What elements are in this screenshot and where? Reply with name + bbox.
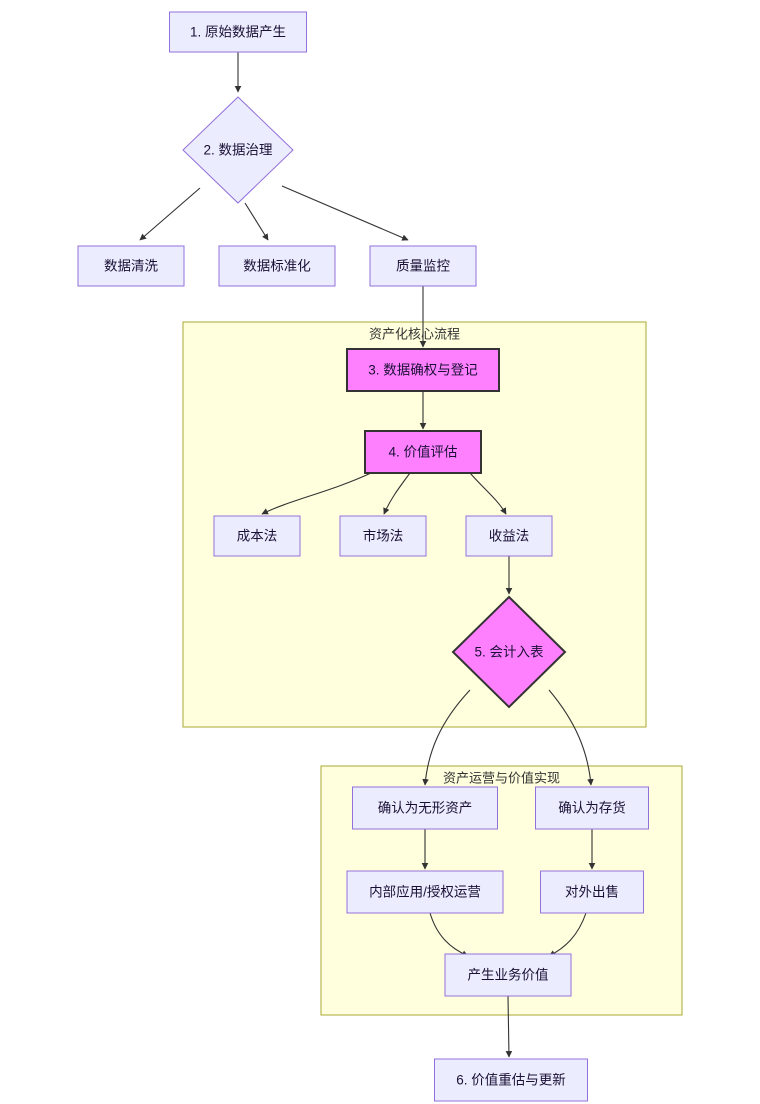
cluster-label: 资产运营与价值实现 (443, 770, 560, 785)
node-label: 确认为无形资产 (378, 801, 473, 816)
edge-n11-to-n13 (548, 689, 594, 786)
node-n12[interactable]: 确认为无形资产 (352, 786, 498, 830)
process-box[interactable] (346, 348, 500, 392)
edge-n2-to-n3 (139, 187, 201, 241)
process-box[interactable] (540, 870, 644, 914)
process-box[interactable] (77, 245, 185, 287)
process-box[interactable] (218, 245, 336, 287)
edge-group (139, 52, 596, 1058)
edge-n7-to-n10 (469, 472, 507, 515)
node-label: 市场法 (363, 528, 404, 544)
node-label: 收益法 (489, 529, 530, 544)
edge-n16-to-n17 (505, 995, 513, 1058)
node-label: 质量监控 (396, 259, 450, 274)
node-label: 产生业务价值 (468, 968, 549, 983)
node-n15[interactable]: 对外出售 (540, 870, 644, 914)
node-label: 6. 价值重估与更新 (456, 1073, 566, 1088)
edge-n7-to-n8 (261, 472, 372, 515)
node-n3[interactable]: 数据清洗 (77, 245, 185, 287)
node-n5[interactable]: 质量监控 (369, 245, 477, 287)
node-n10[interactable]: 收益法 (465, 515, 553, 557)
node-n1[interactable]: 1. 原始数据产生 (169, 11, 307, 53)
process-box[interactable] (339, 515, 427, 557)
node-label: 数据标准化 (243, 259, 311, 274)
process-box[interactable] (434, 1058, 588, 1102)
node-label: 数据清洗 (104, 259, 158, 274)
node-n6[interactable]: 3. 数据确权与登记 (346, 348, 500, 392)
node-n4[interactable]: 数据标准化 (218, 245, 336, 287)
node-label: 3. 数据确权与登记 (368, 362, 478, 378)
edge-n11-to-n12 (422, 689, 471, 786)
node-n17[interactable]: 6. 价值重估与更新 (434, 1058, 588, 1102)
node-n7[interactable]: 4. 价值评估 (364, 430, 482, 474)
edge-n2-to-n4 (244, 202, 269, 241)
node-n11[interactable]: 5. 会计入表 (451, 595, 567, 709)
node-label: 5. 会计入表 (474, 645, 544, 660)
process-box[interactable] (465, 515, 553, 557)
node-label: 1. 原始数据产生 (190, 25, 286, 40)
node-n16[interactable]: 产生业务价值 (444, 953, 572, 997)
node-label: 成本法 (237, 529, 278, 544)
node-n8[interactable]: 成本法 (213, 515, 301, 557)
node-label: 确认为存货 (558, 800, 626, 816)
node-label: 2. 数据治理 (203, 143, 273, 158)
node-n2[interactable]: 2. 数据治理 (182, 96, 294, 204)
process-box[interactable] (364, 430, 482, 474)
node-n13[interactable]: 确认为存货 (535, 786, 649, 830)
node-label: 4. 价值评估 (388, 445, 457, 460)
process-box[interactable] (369, 245, 477, 287)
process-box[interactable] (169, 11, 307, 53)
process-box[interactable] (346, 870, 504, 914)
node-n14[interactable]: 内部应用/授权运营 (346, 870, 504, 914)
node-label: 对外出售 (565, 885, 619, 900)
decision-diamond[interactable] (182, 96, 294, 204)
cluster-label: 资产化核心流程 (369, 326, 460, 341)
edge-n2-to-n5 (281, 185, 409, 241)
edge-n7-to-n9 (383, 472, 411, 515)
decision-diamond[interactable] (451, 595, 567, 709)
process-box[interactable] (213, 515, 301, 557)
process-box[interactable] (444, 953, 572, 997)
node-label: 内部应用/授权运营 (369, 884, 481, 900)
node-n9[interactable]: 市场法 (339, 515, 427, 557)
process-box[interactable] (352, 786, 498, 830)
process-box[interactable] (535, 786, 649, 830)
